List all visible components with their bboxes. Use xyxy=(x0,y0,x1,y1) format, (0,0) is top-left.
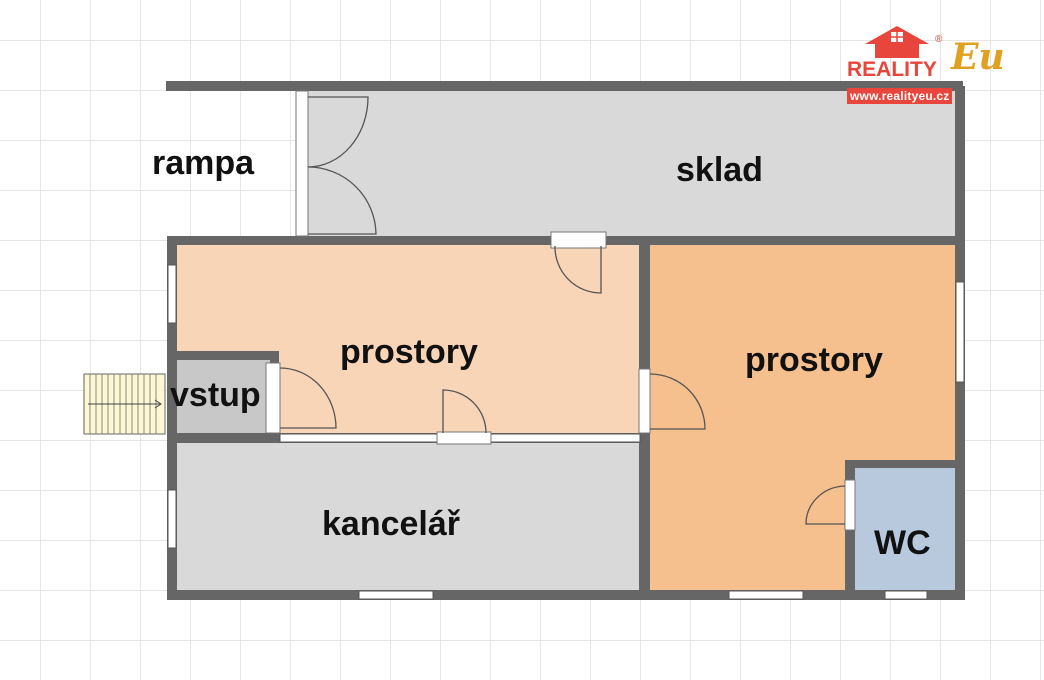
vstup-floor xyxy=(177,360,270,433)
room-label-wc: WC xyxy=(874,524,931,562)
ramp-wall xyxy=(166,81,963,91)
logo-url: www.realityeu.cz xyxy=(847,88,953,104)
house-icon xyxy=(865,26,929,58)
logo-brand-suffix: Eu xyxy=(951,36,1005,78)
windows xyxy=(167,264,965,600)
door-swings xyxy=(279,96,846,525)
room-label-prostory-left: prostory xyxy=(340,333,478,371)
sklad-floor xyxy=(300,91,955,236)
room-label-sklad: sklad xyxy=(676,151,763,189)
room-label-vstup: vstup xyxy=(170,376,261,414)
wc-floor xyxy=(855,468,955,590)
logo-brand: REALITY xyxy=(847,58,937,81)
room-label-kancelar: kancelář xyxy=(322,505,460,543)
entrance-stairs xyxy=(83,373,166,435)
kancelar-floor xyxy=(177,443,639,590)
door-frames xyxy=(265,90,856,531)
logo-registered: ® xyxy=(935,34,943,45)
reality-eu-logo: ® REALITY Eu www.realityeu.cz xyxy=(843,22,1023,108)
room-label-rampa: rampa xyxy=(152,144,255,182)
room-label-prostory-right: prostory xyxy=(745,341,883,379)
